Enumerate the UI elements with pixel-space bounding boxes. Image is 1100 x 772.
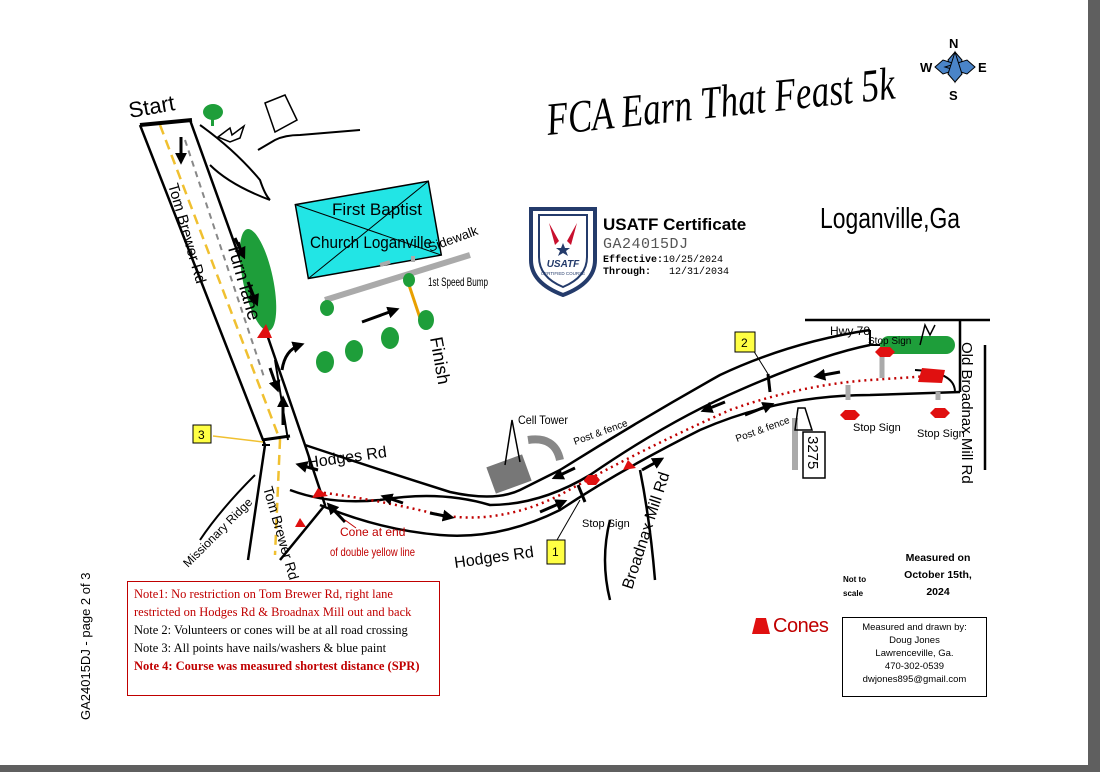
certificate-id: GA24015DJ xyxy=(603,236,689,253)
cones-legend-label: Cones xyxy=(773,614,829,637)
cones-legend: Cones xyxy=(752,613,829,639)
compass-north: N xyxy=(949,36,958,51)
scale-note: Not to scale xyxy=(843,575,867,598)
stop-sign-label: Stop Sign xyxy=(582,518,630,530)
compass-rose: N S E W xyxy=(920,36,987,103)
event-city: Loganville,Ga xyxy=(820,203,961,235)
start-line xyxy=(139,118,193,127)
tree-icon xyxy=(381,327,399,349)
building-icon xyxy=(794,407,814,431)
usatf-certificate: USATF CERTIFIED COURSE USATF Certificate… xyxy=(527,205,747,300)
start-label: Start xyxy=(127,90,177,123)
credit-box: Measured and drawn by: Doug Jones Lawren… xyxy=(842,617,987,697)
usatf-badge-icon: USATF CERTIFIED COURSE xyxy=(529,207,597,297)
svg-text:USATF: USATF xyxy=(547,259,580,270)
svg-text:CERTIFIED COURSE: CERTIFIED COURSE xyxy=(541,271,585,276)
measured-date: Measured on October 15th, 2024 xyxy=(904,552,972,598)
median-island xyxy=(880,336,955,354)
road-label-missionary-ridge: Missionary Ridge xyxy=(180,495,255,570)
cone-icon xyxy=(312,488,328,498)
cone-icon xyxy=(918,368,945,383)
cone-note-line1: Cone at end xyxy=(340,525,405,539)
hodges-north-edge xyxy=(289,343,871,507)
page-label: GA24015DJ - page 2 of 3 xyxy=(78,572,93,720)
stop-sign-label: Stop Sign xyxy=(853,422,901,434)
tree-icon xyxy=(316,351,334,373)
stop-sign-icon xyxy=(930,408,950,418)
cell-tower-building xyxy=(486,454,532,494)
cone-icon xyxy=(295,518,306,527)
finish-label: Finish xyxy=(426,335,454,386)
note-2: Note 2: Volunteers or cones will be at a… xyxy=(134,623,408,637)
tower-icon xyxy=(919,322,936,346)
certificate-through: Through: 12/31/2034 xyxy=(603,267,730,278)
certificate-effective: Effective:10/25/2024 xyxy=(603,255,724,266)
sidewalk-path xyxy=(324,252,471,303)
notes-box: Note1: No restriction on Tom Brewer Rd, … xyxy=(127,581,440,696)
road-label-broadnax: Broadnax Mill Rd xyxy=(620,470,674,591)
stop-sign-icon xyxy=(840,410,860,420)
compass-east: E xyxy=(978,60,987,75)
cone-icon xyxy=(752,618,770,634)
svg-text:1: 1 xyxy=(552,545,559,559)
center-yellow-line xyxy=(158,124,282,556)
stop-sign-icon xyxy=(875,347,895,357)
cone-note-line2: of double yellow line xyxy=(330,545,415,559)
cell-tower-label: Cell Tower xyxy=(518,413,568,427)
road-label-old-broadnax: Old Broadnax Mill Rd xyxy=(958,342,975,484)
note-1: Note1: No restriction on Tom Brewer Rd, … xyxy=(134,587,412,619)
tree-icon xyxy=(320,300,334,316)
svg-text:3: 3 xyxy=(198,428,205,442)
mile-marker-2: 2 xyxy=(734,331,756,353)
building-icon xyxy=(264,94,298,134)
tree-icon xyxy=(203,104,223,120)
house-number-box xyxy=(802,431,826,479)
church-name-line1: First Baptist xyxy=(332,200,422,219)
hodges-south-edge xyxy=(319,390,961,537)
note-3: Note 3: All points have nails/washers & … xyxy=(134,641,387,655)
note-4: Note 4: Course was measured shortest dis… xyxy=(134,659,420,673)
event-title: FCA Earn That Feast 5k xyxy=(543,58,898,146)
road-label-hodges: Hodges Rd xyxy=(453,544,535,572)
mile-marker-1: 1 xyxy=(546,539,566,565)
cone-icon xyxy=(257,324,272,338)
cone-icon xyxy=(623,460,636,470)
tree-icon xyxy=(345,340,363,362)
road-label-hwy78: Hwy 78 xyxy=(830,324,870,338)
tower-icon xyxy=(216,123,246,143)
stop-sign-label: Stop Sign xyxy=(868,336,911,347)
stop-sign-label: Stop Sign xyxy=(917,428,965,440)
house-number: 3275 xyxy=(804,436,821,469)
tree-icon xyxy=(418,310,434,330)
church-name-line2: Church Loganville xyxy=(310,233,432,252)
church-building xyxy=(294,180,443,280)
post-fence-label: Post & fence xyxy=(734,415,791,445)
mile-marker-3: 3 xyxy=(192,424,212,444)
speed-bump xyxy=(406,281,422,319)
road-label-tom-brewer: Tom Brewer Rd xyxy=(260,484,302,581)
svg-text:2: 2 xyxy=(741,336,748,350)
turn-lane-divider xyxy=(184,139,266,381)
certificate-title: USATF Certificate xyxy=(603,215,747,234)
compass-west: W xyxy=(920,60,933,75)
speed-bump-label: 1st Speed Bump xyxy=(428,275,488,289)
compass-south: S xyxy=(949,88,958,103)
stop-sign-icon xyxy=(584,475,600,485)
missionary-ridge-road xyxy=(199,474,256,541)
median-island xyxy=(239,229,277,331)
